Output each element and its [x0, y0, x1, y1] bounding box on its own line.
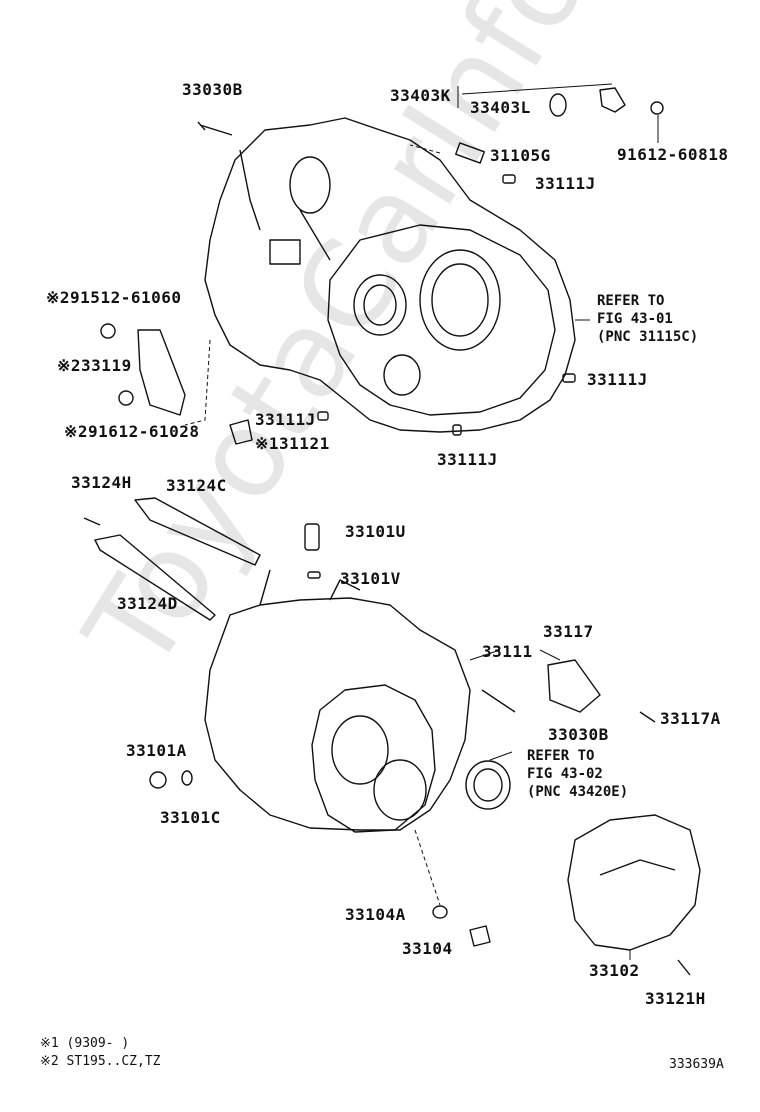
- reference-line: (PNC 43420E): [527, 784, 629, 800]
- part-label-31105g: 31105G: [490, 146, 551, 165]
- part-label-33104a: 33104A: [345, 905, 406, 924]
- part-label-33111j-b: 33111J: [255, 410, 316, 429]
- part-label-33124c: 33124C: [166, 476, 227, 495]
- part-label-33117a: 33117A: [660, 709, 721, 728]
- part-label-31121: ※131121: [255, 434, 330, 453]
- part-label-91612-60818: 91612-60818: [617, 145, 729, 164]
- part-label-91512-61060: ※291512-61060: [46, 288, 182, 307]
- part-label-33101c: 33101C: [160, 808, 221, 827]
- reference-line: REFER TO: [527, 748, 595, 764]
- upper-small-parts: [100, 87, 664, 445]
- reference-line: REFER TO: [597, 293, 665, 309]
- part-label-33121h: 33121H: [645, 989, 706, 1008]
- part-label-33101v: 33101V: [340, 569, 401, 588]
- reference-fig-43-01: REFER TO FIG 43-01 (PNC 31115C): [597, 292, 698, 346]
- part-label-33124h: 33124H: [71, 473, 132, 492]
- part-label-33101u: 33101U: [345, 522, 406, 541]
- footnote-1: ※1 (9309- ): [40, 1036, 130, 1051]
- part-label-33111j-d: 33111J: [437, 450, 498, 469]
- part-label-33102: 33102: [589, 961, 640, 980]
- reference-line: (PNC 31115C): [597, 329, 699, 345]
- transaxle-case-lower: [204, 569, 511, 833]
- transaxle-case-upper: [204, 117, 576, 433]
- reference-fig-43-02: REFER TO FIG 43-02 (PNC 43420E): [527, 747, 628, 801]
- leader-lines: [184, 83, 659, 960]
- footnote-2: ※2 ST195..CZ,TZ: [40, 1054, 161, 1069]
- figure-id: 333639A: [669, 1057, 724, 1072]
- part-label-33119: ※233119: [57, 356, 132, 375]
- reference-line: FIG 43-02: [527, 766, 603, 782]
- part-label-33101a: 33101A: [126, 741, 187, 760]
- part-label-91612-61028: ※291612-61028: [64, 422, 200, 441]
- part-label-33124d: 33124D: [117, 594, 178, 613]
- part-label-33030b-bottom: 33030B: [548, 725, 609, 744]
- reference-line: FIG 43-01: [597, 311, 673, 327]
- part-label-33030b-top: 33030B: [182, 80, 243, 99]
- part-label-33403l: 33403L: [470, 98, 531, 117]
- case-cover-33102: [567, 814, 701, 951]
- lower-small-parts: [83, 497, 691, 976]
- part-label-33117: 33117: [543, 622, 594, 641]
- part-label-33111j-a: 33111J: [535, 174, 596, 193]
- part-label-33111: 33111: [482, 642, 533, 661]
- part-label-33104: 33104: [402, 939, 453, 958]
- part-label-33111j-c: 33111J: [587, 370, 648, 389]
- part-label-33403k: 33403K: [390, 86, 451, 105]
